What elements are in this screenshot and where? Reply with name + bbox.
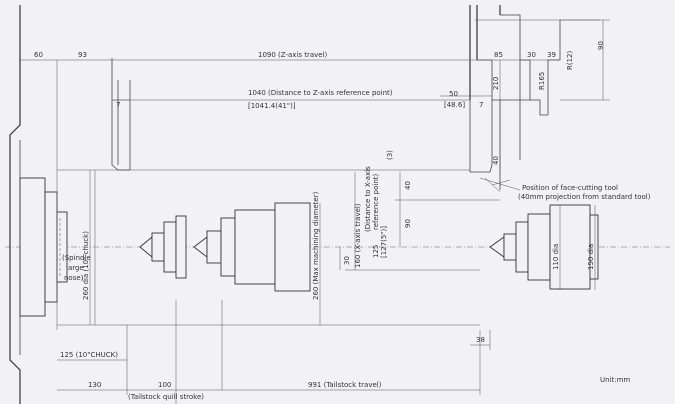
dim-210: 210 [492, 77, 500, 90]
dim-1041: [1041.4(41")] [248, 102, 296, 110]
dim-130: 130 [88, 381, 101, 389]
dim-39: 39 [547, 51, 556, 59]
dim-50: 50 [449, 90, 458, 98]
dim-40-right: 40 [492, 156, 500, 165]
right-tool-spindle [489, 204, 599, 290]
spindle-label-3: nose) [64, 274, 84, 282]
spindle-headstock [9, 5, 68, 404]
unit-label: Unit:mm [600, 376, 630, 384]
dim-100: 100 [158, 381, 171, 389]
dim-40-mid: 40 [404, 181, 412, 190]
tailstock-left [139, 215, 187, 404]
dim-260-chuck: 260 dia (10" chuck) [82, 231, 90, 300]
dim-127: [127(5")] [380, 226, 388, 258]
dim-7-right: 7 [479, 101, 483, 109]
dim-150: 150 dia [587, 244, 595, 270]
dim-260-max: 260 (Max machining diameter) [312, 191, 320, 300]
dim-3: (3) [386, 150, 394, 160]
dim-r12: R(12) [566, 50, 574, 70]
dim-48: [48.6] [444, 101, 465, 109]
dim-z-travel: 1090 (Z-axis travel) [258, 51, 328, 59]
turret-right [469, 5, 561, 193]
dim-125-ref: 125 [372, 245, 380, 258]
tool-post-left [111, 58, 131, 171]
dim-93: 93 [78, 51, 87, 59]
dim-1040: 1040 (Distance to Z-axis reference point… [248, 89, 393, 97]
dim-110: 110 dia [552, 244, 560, 270]
spindle-label-2: large [66, 264, 84, 272]
dim-r165: R165 [538, 72, 546, 90]
dim-60: 60 [34, 51, 43, 59]
x-ref-line2: reference point) [372, 173, 380, 230]
dim-160: 160 (X-axis travel) [354, 203, 362, 268]
dim-30: 30 [527, 51, 536, 59]
tailstock-mid [193, 202, 311, 390]
dim-90-top: 90 [597, 41, 605, 50]
spindle-label-1: (Spindle [62, 254, 91, 262]
face-tool-label-1: Position of face-cutting tool [522, 184, 618, 192]
dim-7-left: 7 [116, 101, 120, 109]
quill-label: (Tailstock quill stroke) [128, 393, 204, 401]
dim-90-mid: 90 [404, 219, 412, 228]
face-tool-label-2: (40mm projection from standard tool) [518, 193, 651, 201]
dim-991: 991 (Tailstock travel) [308, 381, 382, 389]
dim-38: 38 [476, 336, 485, 344]
x-ref-line1: (Distance to X-axis [364, 166, 372, 232]
dim-125-chuck: 125 (10"CHUCK) [60, 351, 118, 359]
dim-85: 85 [494, 51, 503, 59]
dim-30-mid: 30 [343, 256, 351, 265]
